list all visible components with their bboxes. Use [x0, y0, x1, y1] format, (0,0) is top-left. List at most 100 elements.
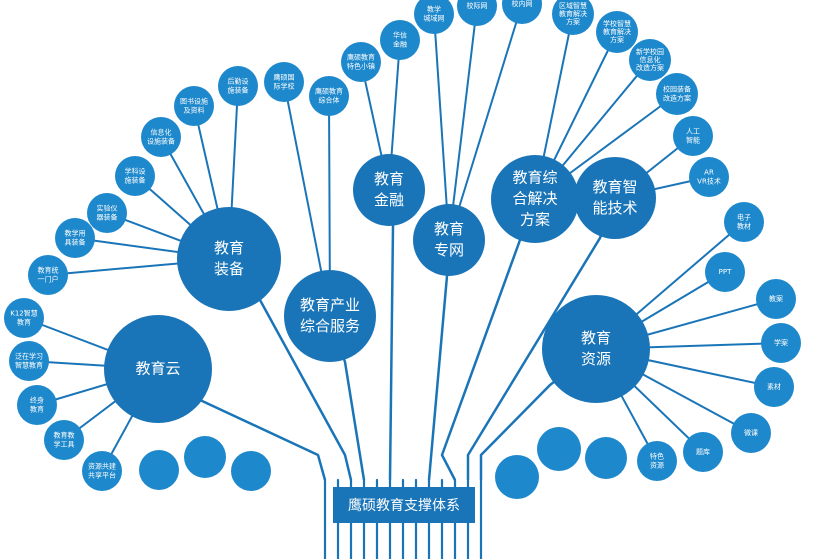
leaf-equipment-3-circle	[87, 193, 127, 233]
leaf-equipment-5-label-line-1: 信息化	[151, 128, 172, 137]
hub-solutions-label-line-3: 方案	[520, 211, 550, 229]
leaf-connector-network-2	[448, 5, 478, 241]
leaf-network-1-label-line-1: 教学	[427, 5, 441, 14]
leaf-ai-1-circle	[673, 116, 713, 156]
hub-network-label-line-2: 专网	[434, 241, 464, 259]
root-box	[333, 487, 475, 523]
hub-ai-label-line-1: 教育智	[592, 178, 637, 196]
leaf-cloud-4-circle	[44, 420, 84, 460]
leaf-equipment-1-label-line-1: 教育统	[38, 266, 59, 275]
decorative-bubble-6	[585, 437, 627, 479]
hub-cloud-label-line-1: 教育云	[135, 360, 180, 378]
leaf-resources-7-circle	[683, 432, 723, 472]
leaf-solutions-3-label-line-2: 信息化	[640, 55, 661, 64]
decorative-bubble-2	[184, 436, 226, 478]
hub-industry-label-line-2: 综合服务	[300, 317, 360, 335]
leaf-equipment-4-label-line-1: 学科设	[125, 167, 146, 176]
leaf-cloud-1-circle	[4, 298, 44, 338]
leaf-connector-network-1	[433, 13, 450, 241]
hub-industry-label-line-1: 教育产业	[300, 296, 360, 314]
leaf-resources-1-label-line-1: 电子	[737, 213, 751, 222]
hub-cloud-circle	[104, 315, 212, 423]
leaf-resources-3-label-line-1: 教案	[769, 294, 783, 303]
leaf-ai-2-circle	[689, 157, 729, 197]
leaf-solutions-4-label-line-1: 校园装备	[663, 85, 691, 94]
leaf-ai-1-label-line-2: 智能	[686, 136, 700, 145]
leaf-resources-2-label-line-1: PPT	[719, 268, 732, 276]
leaf-cloud-5-label-line-2: 共享平台	[88, 471, 116, 480]
hub-solutions-label-line-1: 教育综	[512, 169, 557, 187]
leaf-resources-4-label-line-1: 学案	[774, 338, 788, 347]
leaf-solutions-2-label-line-1: 学校智慧	[603, 19, 631, 28]
hub-resources-circle	[542, 295, 650, 403]
hub-industry-circle	[284, 270, 376, 362]
leaf-equipment-7-circle	[218, 66, 258, 106]
decorative-bubble-5	[537, 427, 581, 471]
leaf-cloud-3-circle	[17, 385, 57, 425]
leaf-cloud-1-label-line-2: 教育	[17, 318, 31, 327]
leaf-finance-1-circle	[341, 42, 381, 82]
leaf-network-3-label-line-1: 校内网	[512, 0, 533, 8]
leaf-solutions-3-label-line-3: 改造方案	[636, 63, 664, 72]
leaf-solutions-1-circle	[552, 0, 594, 35]
leaf-resources-4-circle	[761, 323, 801, 363]
hub-finance-label-line-1: 教育	[374, 170, 404, 188]
hub-equipment-label-line-1: 教育	[214, 239, 244, 257]
hub-resources-label-line-1: 教育	[581, 329, 611, 347]
leaf-cloud-2-circle	[9, 341, 49, 381]
leaf-cloud-5-circle	[82, 451, 122, 491]
decorative-bubble-1	[139, 450, 179, 490]
leaf-cloud-5-label-line-1: 资源共建	[88, 462, 116, 471]
leaf-equipment-4-circle	[115, 156, 155, 196]
leaf-resources-6-label-line-1: 微课	[744, 428, 758, 437]
leaf-network-2-circle	[457, 0, 497, 26]
hub-finance-label-line-2: 金融	[374, 191, 404, 209]
leaf-cloud-4-label-line-2: 学工具	[54, 440, 75, 449]
leaf-solutions-1-label-line-3: 方案	[566, 17, 580, 26]
leaf-equipment-5-circle	[141, 117, 181, 157]
leaf-resources-1-circle	[724, 202, 764, 242]
hub-resources-label-line-2: 资源	[581, 350, 611, 368]
leaf-resources-7-label-line-1: 题库	[696, 447, 710, 456]
leaf-equipment-6-circle	[174, 86, 214, 126]
root-label: 鹰硕教育支撑体系	[348, 498, 460, 514]
leaf-solutions-1-label-line-2: 教育解决	[559, 9, 587, 18]
leaf-ai-2-label-line-2: VR技术	[697, 177, 721, 186]
leaf-cloud-3-label-line-2: 教育	[30, 405, 44, 414]
leaf-finance-2-label-line-1: 华信	[393, 31, 407, 40]
leaf-resources-6-circle	[731, 413, 771, 453]
leaf-industry-2-label-line-2: 综合体	[319, 96, 340, 105]
leaf-ai-2-label-line-1: AR	[704, 169, 714, 177]
hub-equipment-label-line-2: 装备	[214, 260, 244, 278]
leaf-resources-8-label-line-2: 资源	[650, 461, 664, 470]
leaf-cloud-3-label-line-1: 终身	[30, 396, 44, 405]
leaf-resources-3-circle	[756, 279, 796, 319]
leaf-network-1-label-line-2: 城域网	[424, 14, 445, 23]
leaf-connector-network-3	[448, 3, 523, 241]
leaf-solutions-3-label-line-1: 新学校园	[636, 47, 664, 56]
leaf-resources-1-label-line-2: 教材	[737, 222, 751, 231]
leaf-cloud-4-label-line-1: 教育教	[54, 431, 75, 440]
leaf-equipment-2-circle	[55, 218, 95, 258]
leaf-network-1-circle	[414, 0, 454, 34]
hub-network-circle	[413, 204, 485, 276]
leaf-finance-1-label-line-1: 鹰硕教育	[347, 53, 375, 62]
leaf-industry-1-circle	[264, 62, 304, 102]
leaf-industry-1-label-line-1: 鹰硕国	[274, 73, 295, 82]
leaf-equipment-4-label-line-2: 施装备	[125, 176, 146, 185]
leaf-solutions-2-label-line-2: 教育解决	[603, 27, 631, 36]
leaf-equipment-3-label-line-1: 实验仪	[97, 204, 118, 213]
hub-ai-circle	[574, 157, 656, 239]
leaf-resources-5-circle	[754, 367, 794, 407]
hub-network-label-line-1: 教育	[434, 220, 464, 238]
leaf-industry-2-circle	[309, 76, 349, 116]
leaf-cloud-1-label-line-1: K12智慧	[10, 309, 38, 318]
leaf-solutions-2-circle	[596, 11, 638, 53]
leaf-finance-1-label-line-2: 特色小镇	[347, 62, 375, 71]
leaf-network-3-circle	[502, 0, 542, 24]
leaf-cloud-2-label-line-2: 智慧教育	[15, 361, 43, 370]
nodes	[4, 0, 801, 499]
leaf-solutions-4-label-line-2: 改造方案	[663, 94, 691, 103]
leaf-industry-2-label-line-1: 鹰硕教育	[315, 87, 343, 96]
